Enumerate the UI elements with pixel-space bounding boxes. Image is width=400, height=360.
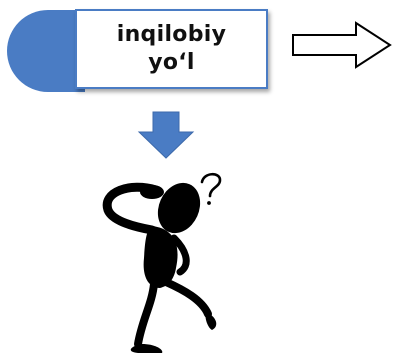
confused-thinking-person-icon [96, 168, 246, 358]
label-line-2: yo‘l [148, 49, 195, 77]
label-line-1: inqilobiy [117, 21, 226, 49]
down-arrow-icon [137, 110, 195, 160]
half-disc-shape [7, 10, 85, 92]
right-arrow-icon [290, 20, 394, 70]
label-box: inqilobiy yo‘l [75, 9, 268, 89]
